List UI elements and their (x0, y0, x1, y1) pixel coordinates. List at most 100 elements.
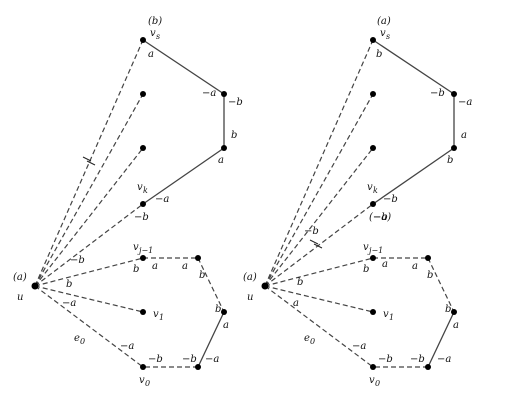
left-edge-label-mb_u: −b (70, 255, 85, 266)
left-spoke-vj (34, 257, 144, 287)
right-label-v1: v (383, 309, 389, 320)
right-spoke-v0 (264, 285, 374, 368)
left-edge-label-b_r2: b (231, 130, 237, 141)
left-edge-label-a_rr: a (223, 320, 229, 331)
left-label-v0-sub: 0 (145, 379, 150, 388)
left-edge-t2-rr (197, 257, 225, 313)
left-edge-label-ma_k: −a (155, 194, 169, 205)
right-label-vs-sub: s (386, 32, 390, 41)
left-vertex-u (31, 282, 39, 290)
right-edge-t2-rr (427, 257, 455, 313)
left-edge-label-a_j: a (152, 261, 158, 272)
right-edge-label-a_r2: b (447, 155, 453, 166)
left-label-vs: v (150, 28, 156, 39)
left-edge-label-ma_r1: −a (202, 88, 216, 99)
left-edge-label-ma_0: −a (120, 341, 134, 352)
left-label-e0: e (74, 333, 80, 344)
left-vertex-r1 (221, 91, 227, 97)
right-spoke-vj (264, 257, 374, 287)
left-label-vs-sub: s (156, 32, 160, 41)
left-vertex-v0 (140, 364, 146, 370)
right-edge-label-a_t: a (412, 261, 418, 272)
left-spoke-v0 (34, 285, 144, 368)
left-vertex-t2 (195, 255, 201, 261)
right-label-vk-sub: k (373, 186, 378, 195)
left-origin-label: (a) (13, 272, 27, 283)
left-vertex-b2 (195, 364, 201, 370)
left-vertex-vj (140, 255, 146, 261)
right-edge-label-ma_r1: −b (430, 88, 445, 99)
right-edge-label-mb_r1: −a (458, 97, 472, 108)
left-spoke-vs (34, 39, 144, 287)
right-origin-label: (a) (243, 272, 257, 283)
right-vertex-t2 (425, 255, 431, 261)
left-edge-label-mb_r1: −b (228, 97, 243, 108)
left-edge-label-b_1: b (66, 279, 72, 290)
right-spoke-v1 (264, 285, 374, 313)
left-edge-label-a_t: a (182, 261, 188, 272)
right-tick-1 (313, 243, 323, 249)
left-vertex-v1 (140, 309, 146, 315)
right-edge-label-mb_0b: −b (410, 354, 425, 365)
right-label-e0-sub: 0 (310, 337, 315, 346)
left-spoke-v1 (34, 285, 144, 313)
right-label-vj: v (363, 242, 369, 253)
left-edge-label-mb_0b: −b (182, 354, 197, 365)
left-tick-1 (86, 160, 96, 166)
right-edge-rr-b2 (427, 311, 455, 368)
left-label-vj: v (133, 242, 139, 253)
left-label-vk-sub: k (143, 186, 148, 195)
left-spoke-vk (34, 203, 144, 287)
right-edge-label-b_1: b (297, 277, 303, 288)
left-label-v1-sub: 1 (159, 313, 164, 322)
left-edge-label-b_j: b (133, 264, 139, 275)
right-edge-label-b_j: b (363, 264, 369, 275)
left-edge-label-b_rr: b (215, 304, 221, 315)
left-edge-label-mb_0a: −b (148, 354, 163, 365)
right-vertex-p3 (370, 145, 376, 151)
right-edge-label-b_rr: b (445, 304, 451, 315)
right-vertex-v1 (370, 309, 376, 315)
right-edge-vs-r1 (372, 39, 455, 95)
left-edge-label-a_r2: a (218, 155, 224, 166)
left-edge-label-b_t: b (199, 270, 205, 281)
left-label-v1: v (153, 309, 159, 320)
right-edge-label-a_vs: b (376, 49, 382, 60)
left-panel-title: (b) (148, 16, 162, 27)
left-edge-label-ma_1: −a (62, 298, 76, 309)
right-edge-label-ma_0b: −a (437, 354, 451, 365)
right-edge-label-a_rr: a (453, 320, 459, 331)
left-label-v0: v (139, 375, 145, 386)
left-vertex-rr (221, 309, 227, 315)
left-spoke-p2 (34, 93, 144, 287)
left-edge-label-mb_k: −b (134, 212, 149, 223)
right-spoke-p3 (264, 147, 374, 287)
right-spoke-vk (264, 203, 374, 287)
right-vertex-rr (451, 309, 457, 315)
left-edge-label-ma_0b: −a (205, 354, 219, 365)
left-vertex-p2 (140, 91, 146, 97)
left-edge-vs-r1 (142, 39, 225, 95)
right-vertex-u (261, 282, 269, 290)
left-u-label: u (17, 292, 23, 303)
right-tick-0 (309, 239, 319, 245)
right-edge-label-ma_paren: (−a) (369, 212, 391, 223)
left-spoke-p3 (34, 147, 144, 287)
left-vertex-vk (140, 201, 146, 207)
right-label-v1-sub: 1 (389, 313, 394, 322)
right-vertex-r2 (451, 145, 457, 151)
right-vertex-vs (370, 37, 376, 43)
right-label-v0: v (369, 375, 375, 386)
right-vertex-vj (370, 255, 376, 261)
left-edge-rr-b2 (197, 311, 225, 368)
right-edge-label-b_r2: a (461, 130, 467, 141)
right-spoke-p2 (264, 93, 374, 287)
right-edge-r2-vk (372, 147, 455, 205)
right-edge-label-a_j: a (382, 259, 388, 270)
right-edge-label-ma_1: a (293, 298, 299, 309)
right-vertex-r1 (451, 91, 457, 97)
right-label-v0-sub: 0 (375, 379, 380, 388)
left-edge-r2-vk (142, 147, 225, 205)
